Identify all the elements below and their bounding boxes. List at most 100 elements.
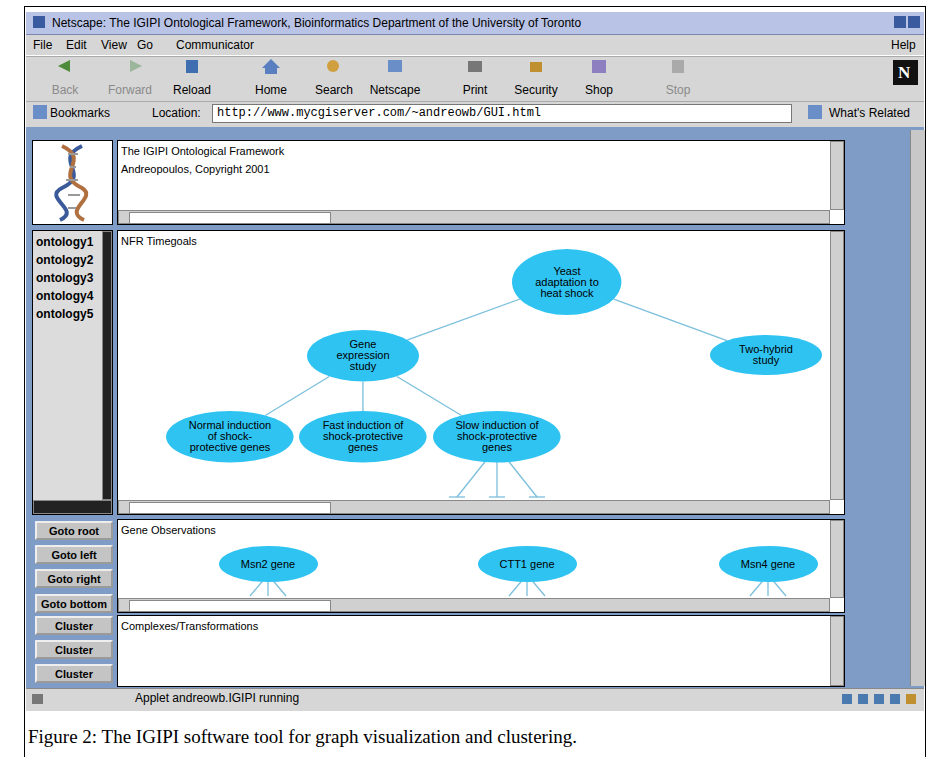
list-item: ontology1 [33,235,93,250]
status-left-icon [30,691,46,707]
ellipse-text: Msn4 gene [733,559,803,570]
scrollbar [830,231,844,500]
list-item: ontology5 [33,307,93,322]
ui-text: N [898,63,910,83]
ui-text: What's Related [829,106,910,120]
goal-ellipse: Gene expression study [307,330,419,382]
goal-ellipse: Two-hybrid study [710,335,822,375]
node-label: CTT1 gene [492,559,562,570]
status-icons [840,690,920,708]
ellipse-text: Gene expression study [323,339,403,372]
toolbar-label: Back [52,83,79,97]
goal-ellipse: CTT1 gene [478,546,577,582]
button-label: Goto bottom [41,598,107,610]
tree-link [362,382,363,411]
stub-line [767,581,768,596]
button-label: Cluster [55,644,93,656]
panel-heading: The IGIPI Ontological Framework [118,145,284,158]
menu-item: File [33,38,52,52]
push-button: Goto left [35,545,113,564]
panel-heading: Andreopoulos, Copyright 2001 [118,163,270,176]
scrollbar [118,210,830,224]
connector-layer [118,231,844,514]
window-title: Netscape: The IGIPI Ontological Framewor… [52,16,581,30]
scrollbar [830,141,844,210]
push-button: Cluster [35,640,113,659]
button-label: Goto right [47,573,100,585]
frame-panel: Complexes/Transformations [117,615,845,687]
tree-link [614,299,727,341]
list-item: ontology4 [33,289,93,304]
stub-line [509,462,537,497]
stub-line [273,581,286,596]
window-scrollbar [910,130,925,686]
push-button: Cluster [35,616,113,635]
stub-line [449,496,465,497]
push-button: Goto root [35,521,113,540]
node-label: Yeast adaptation to heat shock [528,266,606,299]
toolbar-label: Security [514,83,557,97]
ellipse-text: Fast induction of shock-protective genes [317,420,409,453]
toolbar-label: Netscape [370,83,421,97]
scroll-thumb [129,600,331,612]
toolbar-label: Stop [666,83,691,97]
stub-line [509,581,522,596]
panel-heading: Gene Observations [118,524,216,537]
scrollbar [830,520,844,598]
stub-line [489,496,505,497]
tree-link [407,299,520,340]
button-label: Goto left [51,549,96,561]
ellipse-text: Two-hybrid study [726,344,806,366]
toolbar-label: Home [255,83,287,97]
toolbar-label: Search [315,83,353,97]
ellipse-text: Msn2 gene [233,559,303,570]
menu-item: Help [891,38,916,52]
menu-item: Go [137,38,153,52]
stub-line [750,581,763,596]
stub-line [526,581,527,596]
list-item: ontology2 [33,253,93,268]
goal-ellipse: Fast induction of shock-protective genes [299,411,427,463]
stub-line [267,581,268,596]
ui-text: Applet andreowb.IGIPI running [135,691,299,705]
scrollbar [102,231,112,500]
node-label: Msn2 gene [233,559,303,570]
ellipse-text: Slow induction of shock-protective genes [451,420,543,453]
ontology-list: ontology1 ontology2 ontology3 ontology4 onto… [32,230,113,515]
figure-caption: Figure 2: The IGIPI software tool for gr… [28,726,577,748]
scrollbar [830,616,844,686]
goal-ellipse: Msn2 gene [219,546,318,582]
node-label: Fast induction of shock-protective genes [317,420,409,453]
frame-panel: The IGIPI Ontological FrameworkAndreopou… [117,140,845,225]
stub-line [532,581,545,596]
tree-link [397,376,462,415]
stub-line [250,581,263,596]
goal-ellipse: Yeast adaptation to heat shock [512,249,621,315]
menu-item: View [101,38,127,52]
panel-heading: NFR Timegoals [118,235,197,248]
ui-text: http://www.mycgiserver.com/~andreowb/GUI… [217,106,541,120]
scrollbar [33,500,112,514]
goal-ellipse: Slow induction of shock-protective genes [433,411,561,463]
frame-panel: Gene ObservationsMsn2 gene CTT1 gene Msn4 … [117,519,845,613]
ellipse-text: CTT1 gene [492,559,562,570]
push-button: Goto right [35,569,113,588]
scrollbar [118,598,830,612]
panel-heading: Complexes/Transformations [118,620,258,633]
toolbar-label: Print [463,83,488,97]
list-item: ontology3 [33,271,93,286]
ellipse-text: Normal induction of shock-protective gen… [184,420,276,453]
stub-line [457,462,485,497]
scroll-thumb [129,502,331,514]
node-label: Gene expression study [323,339,403,372]
toolbar-label: Shop [585,83,613,97]
ui-text: Bookmarks [50,106,110,120]
stub-line [529,496,545,497]
scrollbar [118,500,830,514]
node-label: Normal induction of shock-protective gen… [184,420,276,453]
push-button: Goto bottom [35,594,113,613]
goal-ellipse: Msn4 gene [719,546,818,582]
stub-line [496,462,497,497]
toolbar-label: Forward [108,83,152,97]
